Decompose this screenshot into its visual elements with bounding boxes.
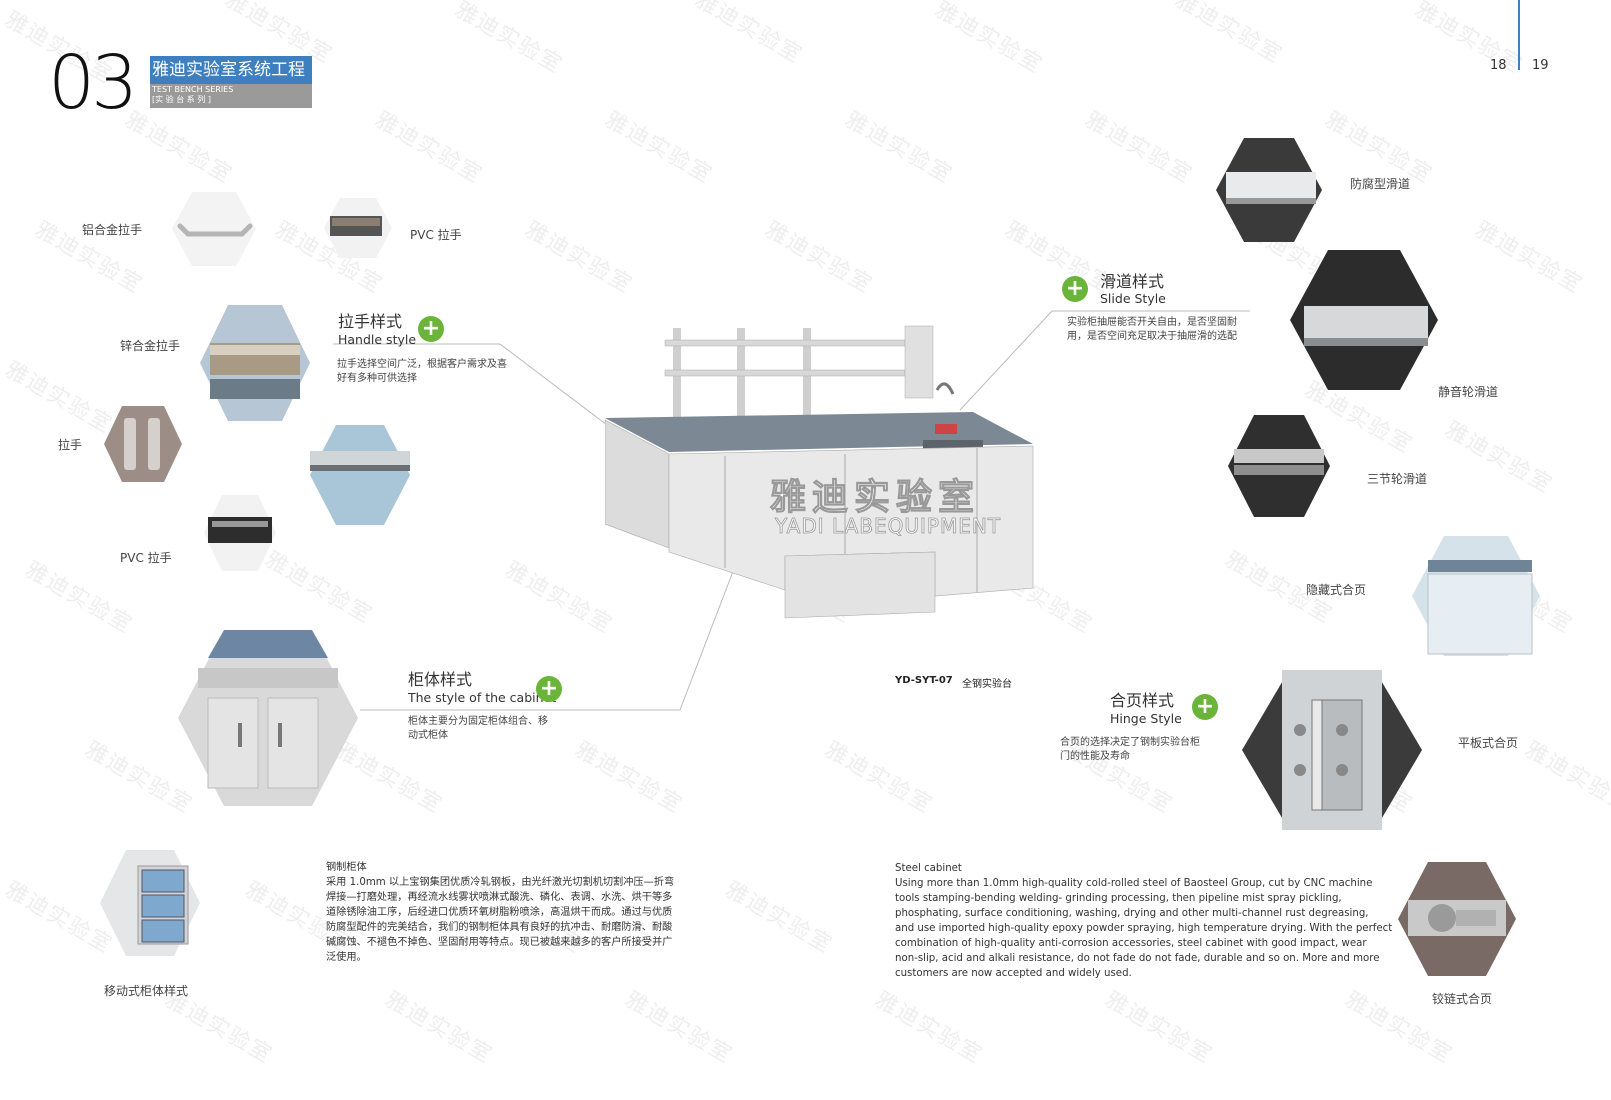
three-section-slide-image [1228, 415, 1330, 517]
silent-wheel-slide-image [1290, 250, 1438, 390]
steel-cn-line: 采用 1.0mm 以上宝钢集团优质冷轧钢板，由光纤激光切割机切割冲压—折弯 [326, 877, 675, 888]
steel-cn-title: 钢制柜体 [326, 862, 367, 873]
hinge-image [1398, 862, 1516, 976]
page-number-left: 18 [1490, 58, 1507, 73]
slide-item-three-section: 三节轮滑道 [1367, 472, 1428, 486]
zinc-handle-image [200, 305, 310, 421]
steel-en-title: Steel cabinet [895, 863, 962, 874]
page-divider [1518, 0, 1520, 70]
slide-item-silent: 静音轮滑道 [1438, 385, 1499, 399]
steel-cn-line: 泛使用。 [326, 952, 367, 963]
handle-item-pvc-2: PVC 拉手 [120, 551, 172, 565]
cabinet-image [178, 630, 358, 806]
handle-item-pvc: PVC 拉手 [410, 228, 462, 242]
pvc-handle-image [324, 198, 392, 258]
product-name: 全钢实验台 [962, 679, 1012, 690]
product-logo-cn: 雅迪实验室 [769, 477, 981, 519]
slide-heading-cn: 滑道样式 [1100, 272, 1165, 291]
cabinet-plus-icon[interactable]: + [536, 676, 562, 702]
hinge-plus-icon[interactable]: + [1192, 694, 1218, 720]
hinge-item-flat: 平板式合页 [1458, 736, 1519, 750]
slide-description-1: 实验柜抽屉能否开关自由，是否坚固耐 [1067, 317, 1237, 328]
handle-description-1: 拉手选择空间广泛，根据客户需求及喜 [337, 359, 507, 370]
flat-hinge-image [1242, 670, 1422, 830]
mobile-cabinet-label: 移动式柜体样式 [104, 984, 189, 998]
handle-description-2: 好有多种可供选择 [337, 373, 417, 384]
hinge-item-hinge: 铰链式合页 [1432, 992, 1493, 1006]
handle-item-plain: 拉手 [58, 438, 83, 452]
steel-en-line: phosphating, surface conditioning, washi… [895, 908, 1369, 919]
title-box: 雅迪实验室系统工程 TEST BENCH SERIES [实 验 台 系 列 ] [150, 56, 312, 108]
handle-image [104, 406, 182, 482]
chapter-number: 03 [48, 40, 138, 126]
handle-item-zinc: 锌合金拉手 [120, 339, 181, 353]
handle-heading-cn: 拉手样式 [338, 312, 403, 331]
drawer-edge-image [310, 425, 410, 525]
steel-en-line: Using more than 1.0mm high-quality cold-… [895, 878, 1373, 889]
slide-plus-icon[interactable]: + [1062, 276, 1088, 302]
handle-plus-icon[interactable]: + [418, 316, 444, 342]
handle-item-aluminum: 铝合金拉手 [82, 223, 143, 237]
pvc-handle-2-image [204, 495, 276, 571]
hinge-heading-en: Hinge Style [1110, 711, 1182, 726]
title-cn: 雅迪实验室系统工程 [150, 56, 312, 84]
steel-en-line: tools stamping-bending welding- grinding… [895, 893, 1342, 904]
steel-cn-line: 焊接—打磨处理，再经流水线雾状喷淋式酸洗、磷化、表调、水洗、烘干等多 [326, 892, 673, 903]
anticorrosion-slide-image [1216, 138, 1322, 242]
steel-en-line: customers are now accepted and widely us… [895, 968, 1132, 979]
mobile-cabinet-image [100, 850, 200, 956]
hinge-description-1: 合页的选择决定了钢制实验台柜 [1060, 737, 1200, 748]
title-en: TEST BENCH SERIES [152, 85, 234, 94]
cabinet-description-1: 柜体主要分为固定柜体组合、移 [408, 716, 548, 727]
hinge-heading-cn: 合页样式 [1110, 691, 1175, 710]
handle-heading-en: Handle style [338, 332, 417, 347]
hinge-description-2: 门的性能及寿命 [1060, 751, 1130, 762]
slide-item-anticorrosion: 防腐型滑道 [1350, 177, 1411, 191]
page-number-right: 19 [1532, 58, 1549, 73]
steel-cn-line: 碱腐蚀、不褪色不掉色、坚固耐用等特点。现已被越来越多的客户所接受并广 [326, 937, 673, 948]
title-series: [实 验 台 系 列 ] [152, 95, 211, 104]
aluminum-handle-image [172, 192, 256, 266]
product-model: YD-SYT-07 [895, 675, 953, 686]
slide-heading-en: Slide Style [1100, 291, 1166, 306]
concealed-hinge-image [1412, 536, 1540, 656]
steel-en-line: non-slip, acid and alkali resistance, do… [895, 953, 1380, 964]
cabinet-description-2: 动式柜体 [408, 730, 448, 741]
lab-bench-image [605, 325, 1034, 619]
cabinet-heading-cn: 柜体样式 [408, 670, 473, 689]
steel-en-line: and use imported high-quality epoxy powd… [895, 923, 1393, 934]
steel-cn-line: 道除锈除油工序，后经进口优质环氧树脂粉喷涂，高温烘干而成。通过与优质 [326, 907, 673, 918]
slide-description-2: 用，是否空间充足取决于抽屉滑的选配 [1067, 331, 1237, 342]
hinge-item-concealed: 隐藏式合页 [1306, 583, 1367, 597]
product-logo-en: YADI LABEQUIPMENT [775, 514, 1002, 539]
cabinet-heading-en: The style of the cabinet [408, 690, 557, 705]
steel-cn-line: 防腐型配件的完美结合，我们的钢制柜体具有良好的抗冲击、耐磨防滑、耐酸 [326, 922, 673, 933]
steel-en-line: combination of high-quality anti-corrosi… [895, 938, 1367, 949]
